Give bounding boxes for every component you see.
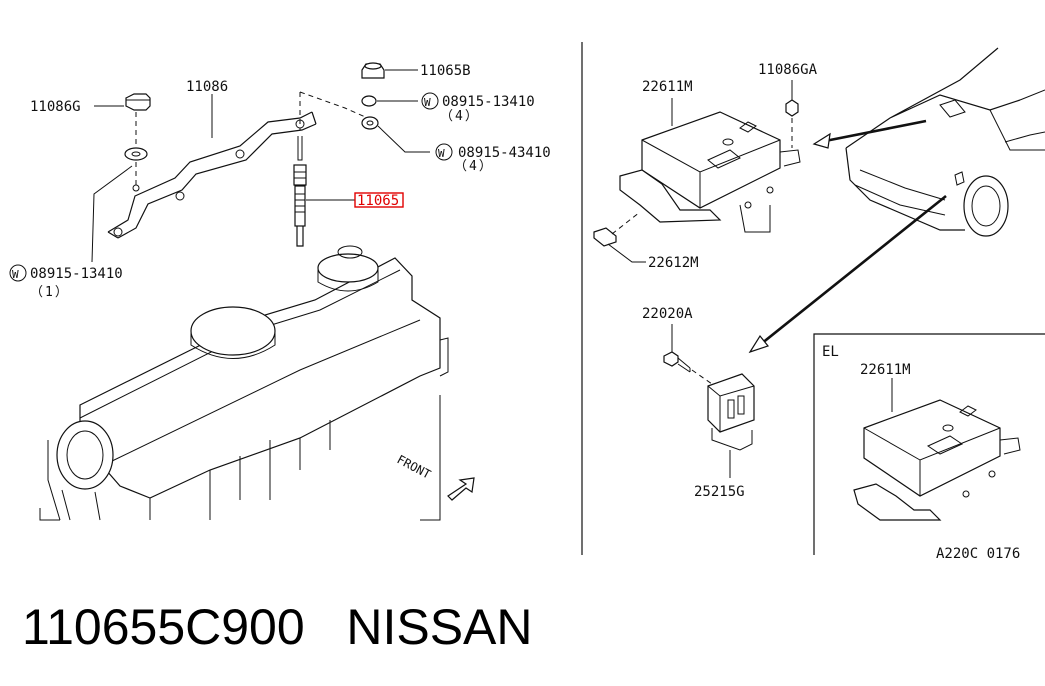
caption-part-number: 110655C900	[22, 599, 305, 655]
label-22612m: 22612M	[648, 255, 699, 271]
washer-symbol-icon	[421, 92, 439, 110]
washer-08915-13410	[361, 95, 418, 107]
clip-22612m	[593, 211, 646, 263]
washer-08915-43410	[361, 116, 430, 153]
washer-symbol-2: W	[438, 147, 445, 160]
label-inset-22611m: 22611M	[860, 362, 911, 378]
washer-symbol-icon	[435, 143, 453, 161]
label-11086ga: 11086GA	[758, 62, 818, 78]
nut-11065b	[361, 62, 418, 79]
label-08915-43410: 08915-43410	[458, 145, 551, 161]
glow-plug-11065	[293, 91, 373, 247]
bracket-11086	[107, 111, 317, 239]
inset-tag: EL	[822, 344, 839, 360]
engine-cylinder-head	[39, 245, 449, 521]
label-25215g: 25215G	[694, 484, 745, 500]
nut-11086ga	[785, 80, 799, 148]
pointer-arrow-upper	[819, 119, 927, 144]
washer-symbol-1: W	[424, 96, 431, 109]
front-arrow	[447, 477, 475, 501]
figure-code: A220C 0176	[936, 546, 1020, 562]
caption: 110655C900 NISSAN	[22, 598, 533, 656]
qty-08915-13410-a: （4）	[440, 109, 480, 124]
label-22020a: 22020A	[642, 306, 693, 322]
inset-frame	[813, 333, 1045, 555]
caption-gap	[305, 599, 347, 655]
washer-symbol-icon	[9, 264, 27, 282]
washer-symbol-3: W	[12, 268, 19, 281]
label-11065: 11065	[357, 193, 399, 209]
label-11086: 11086	[186, 79, 228, 95]
vehicle-outline	[845, 47, 1045, 237]
label-08915-13410-a: 08915-13410	[442, 94, 535, 110]
label-22611m: 22611M	[642, 79, 693, 95]
label-11065b: 11065B	[420, 63, 471, 79]
qty-08915-43410: （4）	[454, 159, 494, 174]
glow-plug-highlight	[354, 192, 404, 208]
pointer-arrow-lower	[755, 194, 947, 350]
bolt-22020a	[663, 324, 713, 385]
parts-diagram: 11065B 11086G 11086 W 08915-13410 （4） W …	[9, 42, 1045, 562]
control-unit-22611m	[619, 98, 801, 233]
relay-25215g	[707, 373, 755, 478]
caption-brand: NISSAN	[346, 599, 533, 655]
label-08915-13410-b: 08915-13410	[30, 266, 123, 282]
inset-control-unit	[853, 378, 1021, 521]
label-11086g: 11086G	[30, 99, 81, 115]
bolt-11086g	[124, 93, 151, 192]
qty-08915-13410-b: （1）	[30, 285, 70, 300]
label-front: FRONT	[395, 452, 433, 481]
